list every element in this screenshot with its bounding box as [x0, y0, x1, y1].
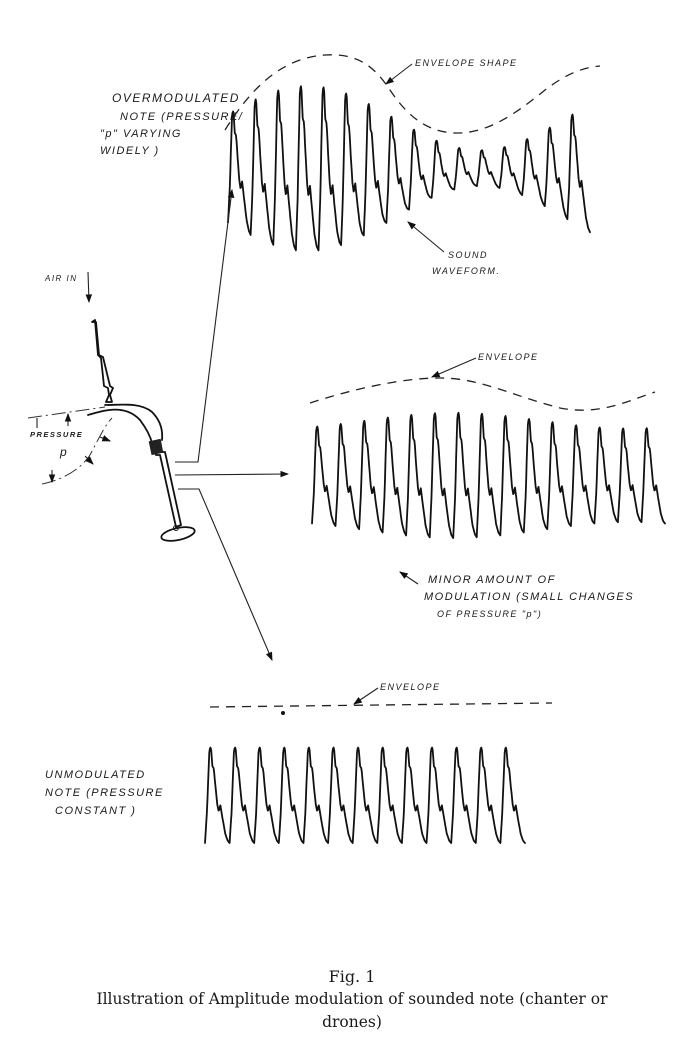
arrow-to-unmodulated	[178, 488, 273, 662]
unmodulated-label-line: CONSTANT )	[55, 805, 136, 817]
overmodulated-label-line: NOTE (PRESSURE/	[120, 111, 243, 123]
pressure-label: PRESSURE	[30, 430, 83, 439]
pressure-symbol: p	[59, 445, 68, 459]
unmodulated-label-line: UNMODULATED	[45, 769, 146, 781]
overmodulated-label-line: OVERMODULATED	[112, 91, 240, 105]
sound-waveform-label: SOUND	[448, 250, 488, 260]
unmodulated-section: ENVELOPE UNMODULATED NOTE (PRESSURE CONS…	[45, 682, 553, 844]
overmodulated-waveform	[227, 85, 591, 252]
minor-modulation-waveform	[311, 411, 666, 539]
envelope-shape-curve	[224, 54, 601, 134]
ink-dot	[281, 711, 285, 715]
envelope-pointer-arrow	[385, 63, 413, 85]
pressure-tick	[99, 435, 112, 442]
air-in-label: AIR IN	[44, 274, 78, 283]
arrow-to-overmodulated	[175, 188, 235, 463]
arrow-to-minor-modulation	[174, 470, 290, 478]
minor-label-line: MINOR AMOUNT OF	[428, 574, 556, 586]
minor-label-line: OF PRESSURE "p")	[437, 609, 542, 619]
minor-envelope-label: ENVELOPE	[478, 352, 539, 362]
bag-pressure-outline	[27, 406, 113, 485]
unmodulated-envelope-label: ENVELOPE	[380, 682, 441, 692]
sound-waveform-label: WAVEFORM.	[432, 266, 500, 276]
overmodulated-label-line: "p" VARYING	[100, 128, 182, 140]
pressure-tick	[84, 455, 94, 465]
figure-caption: Fig. 1 Illustration of Amplitude modulat…	[96, 967, 608, 1031]
minor-label-line: MODULATION (SMALL CHANGES	[424, 591, 634, 603]
chanter-hole	[172, 524, 180, 532]
unmodulated-waveform	[204, 746, 526, 844]
chanter-stock	[148, 438, 164, 456]
minor-modulation-section: ENVELOPE MINOR AMOUNT OF MODULATION (SMA…	[309, 352, 666, 619]
waveform-pointer-arrow	[407, 221, 445, 253]
unmodulated-label-line: NOTE (PRESSURE	[45, 787, 164, 799]
minor-envelope-curve	[309, 377, 656, 411]
bag-outline	[87, 403, 164, 444]
envelope-pointer-arrow	[353, 687, 379, 705]
figure-number: Fig. 1	[329, 967, 376, 986]
envelope-shape-label: ENVELOPE SHAPE	[415, 58, 518, 68]
caption-line: drones)	[322, 1013, 382, 1031]
bagpipe-instrument: AIR IN PRESSURE p	[27, 188, 290, 662]
overmodulated-label-line: WIDELY )	[100, 145, 160, 157]
unmodulated-envelope-line	[209, 702, 553, 708]
blowpipe	[91, 319, 114, 403]
overmodulated-section: OVERMODULATED NOTE (PRESSURE/ "p" VARYIN…	[100, 54, 601, 276]
minor-pointer-arrow	[399, 571, 419, 585]
air-in-arrow	[85, 271, 93, 304]
envelope-pointer-arrow	[430, 357, 477, 378]
caption-line: Illustration of Amplitude modulation of …	[96, 990, 608, 1008]
chanter-sole	[160, 526, 196, 542]
